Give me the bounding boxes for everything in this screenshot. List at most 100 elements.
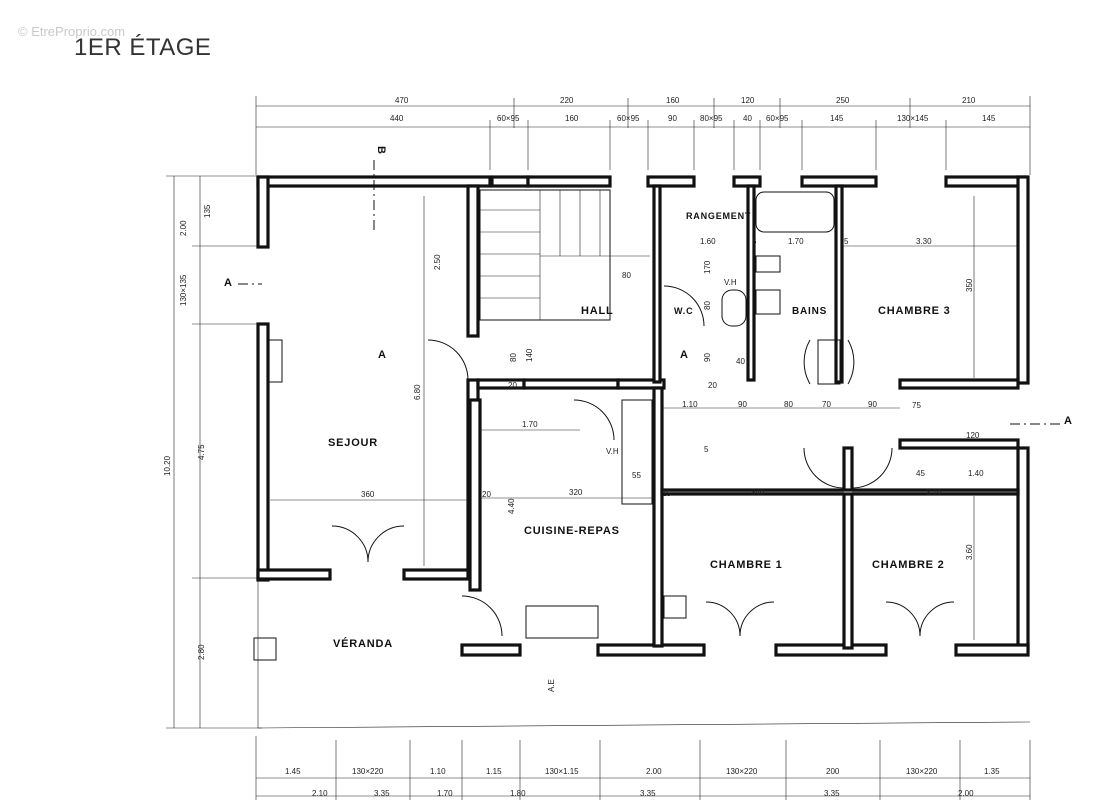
dim-cuisine-h: 4.40 [507, 498, 516, 514]
dim-hall-80a: 80 [622, 271, 631, 280]
dim-left-5: 135 [203, 204, 212, 218]
room-rangement: RANGEMENT [686, 211, 751, 221]
exterior-walls [256, 175, 1030, 657]
dim-top2-3: 160 [565, 114, 579, 123]
interior-dimensions: 2.50 6.80 360 320 1.70 4.40 80 140 80 20… [270, 196, 1018, 640]
staircase [479, 189, 650, 321]
dim-c-55: 55 [632, 471, 641, 480]
dim-bot-6: 2.00 [646, 767, 662, 776]
dim-wc-170: 170 [703, 260, 712, 274]
page-title: 1ER ÉTAGE [74, 34, 212, 61]
dim-wc-80: 80 [703, 301, 712, 310]
room-chambre2: CHAMBRE 2 [872, 559, 945, 571]
dim-top2-7: 40 [743, 114, 752, 123]
dim-top2-9: 145 [830, 114, 844, 123]
dim-bot-2: 130×220 [352, 767, 384, 776]
room-sejour: SEJOUR [328, 437, 378, 449]
dim-sejour-h: 6.80 [413, 384, 422, 400]
marker-vh-bath: V.H [724, 278, 737, 287]
dim-left-2: 130×135 [179, 274, 188, 306]
dim-ch1-w: 340 [751, 488, 765, 497]
section-a-left: A [224, 277, 233, 289]
veranda-area [253, 580, 1031, 729]
dim-sejour-w: 360 [361, 490, 375, 499]
dim-bot-8: 200 [826, 767, 840, 776]
dim-c-20: 20 [708, 381, 717, 390]
dim-hall-80b: 80 [509, 353, 518, 362]
dim-bot-3: 1.10 [430, 767, 446, 776]
dim-sejour-top: 2.50 [433, 254, 442, 270]
marker-ae: A.E [547, 679, 556, 692]
room-cuisine: CUISINE-REPAS [524, 525, 620, 537]
dim-top-3: 160 [666, 96, 680, 105]
dim-ch2-h: 3.60 [965, 544, 974, 560]
room-wc: W.C [674, 306, 693, 316]
dim-hall-20b: 20 [482, 490, 491, 499]
dim-bot2-3: 1.70 [437, 789, 453, 798]
dim-rg-5a: 5 [752, 237, 757, 246]
dim-bot-10: 1.35 [984, 767, 1000, 776]
dim-bot-5: 130×1.15 [545, 767, 579, 776]
dim-hall-20a: 20 [508, 381, 517, 390]
dim-bot2-2: 3.35 [374, 789, 390, 798]
dim-bot-7: 130×220 [726, 767, 758, 776]
dim-c-45: 45 [916, 469, 925, 478]
dim-top2-5: 90 [668, 114, 677, 123]
dim-corr-110: 1.10 [682, 400, 698, 409]
dim-c-5: 5 [704, 445, 709, 454]
dim-corr-90a: 90 [738, 400, 747, 409]
room-chambre1: CHAMBRE 1 [710, 559, 783, 571]
dim-left-1: 2.00 [179, 220, 188, 236]
room-hall: HALL [581, 305, 614, 317]
dim-cuisine-w: 320 [569, 488, 583, 497]
section-a-right: A [1064, 415, 1073, 427]
dim-ch3-h: 350 [965, 278, 974, 292]
dim-top2-1: 440 [390, 114, 404, 123]
section-a-hall: A [680, 349, 689, 361]
interior-walls [466, 184, 1020, 650]
room-veranda: VÉRANDA [333, 637, 393, 650]
watermark: © EtreProprio.com [18, 24, 126, 39]
dim-hall-140: 140 [525, 348, 534, 362]
dim-rg-160: 1.60 [700, 237, 716, 246]
dim-ch3-w: 3.30 [916, 237, 932, 246]
dim-corr-80: 80 [784, 400, 793, 409]
dim-bot2-6: 3.35 [824, 789, 840, 798]
bathroom-fixtures [267, 191, 841, 639]
dim-rg-5b: 5 [844, 237, 849, 246]
top-dimensions: 470 220 160 120 250 210 440 60×95 160 60… [255, 96, 1031, 175]
section-a-mid: A [378, 349, 387, 361]
section-b: B [375, 146, 387, 155]
dim-top-1: 470 [395, 96, 409, 105]
dim-c-75: 75 [912, 401, 921, 410]
dim-wc-40: 40 [736, 357, 745, 366]
dim-top2-4: 60×95 [617, 114, 640, 123]
dim-bot-4: 1.15 [486, 767, 502, 776]
dim-top-4: 120 [741, 96, 755, 105]
bottom-dimensions: 1.45 130×220 1.10 1.15 130×1.15 2.00 130… [255, 736, 1031, 800]
dim-bot-9: 130×220 [906, 767, 938, 776]
dim-left-total: 10.20 [163, 455, 172, 476]
dim-top-6: 210 [962, 96, 976, 105]
dim-ch2-w: 3.10 [926, 488, 942, 497]
left-dimensions: 2.00 130×135 4.75 2.80 135 10.20 [163, 175, 262, 729]
section-lines: A A B A A [224, 146, 1073, 427]
dim-bot2-5: 3.35 [640, 789, 656, 798]
dim-top2-8: 60×95 [766, 114, 789, 123]
dim-top-5: 250 [836, 96, 850, 105]
dim-top2-10: 130×145 [897, 114, 929, 123]
dim-cuisine-w2: 1.70 [522, 420, 538, 429]
dim-left-4: 2.80 [197, 644, 206, 660]
dim-top2-11: 145 [982, 114, 996, 123]
dim-wc-90: 90 [703, 353, 712, 362]
dim-top2-6: 80×95 [700, 114, 723, 123]
dim-bot2-7: 2.00 [958, 789, 974, 798]
dim-bot-1: 1.45 [285, 767, 301, 776]
marker-vh-kitchen: V.H [606, 447, 619, 456]
dim-c-140: 1.40 [968, 469, 984, 478]
room-chambre3: CHAMBRE 3 [878, 305, 951, 317]
dim-top-2: 220 [560, 96, 574, 105]
dim-top2-2: 60×95 [497, 114, 520, 123]
dim-rg-170: 1.70 [788, 237, 804, 246]
